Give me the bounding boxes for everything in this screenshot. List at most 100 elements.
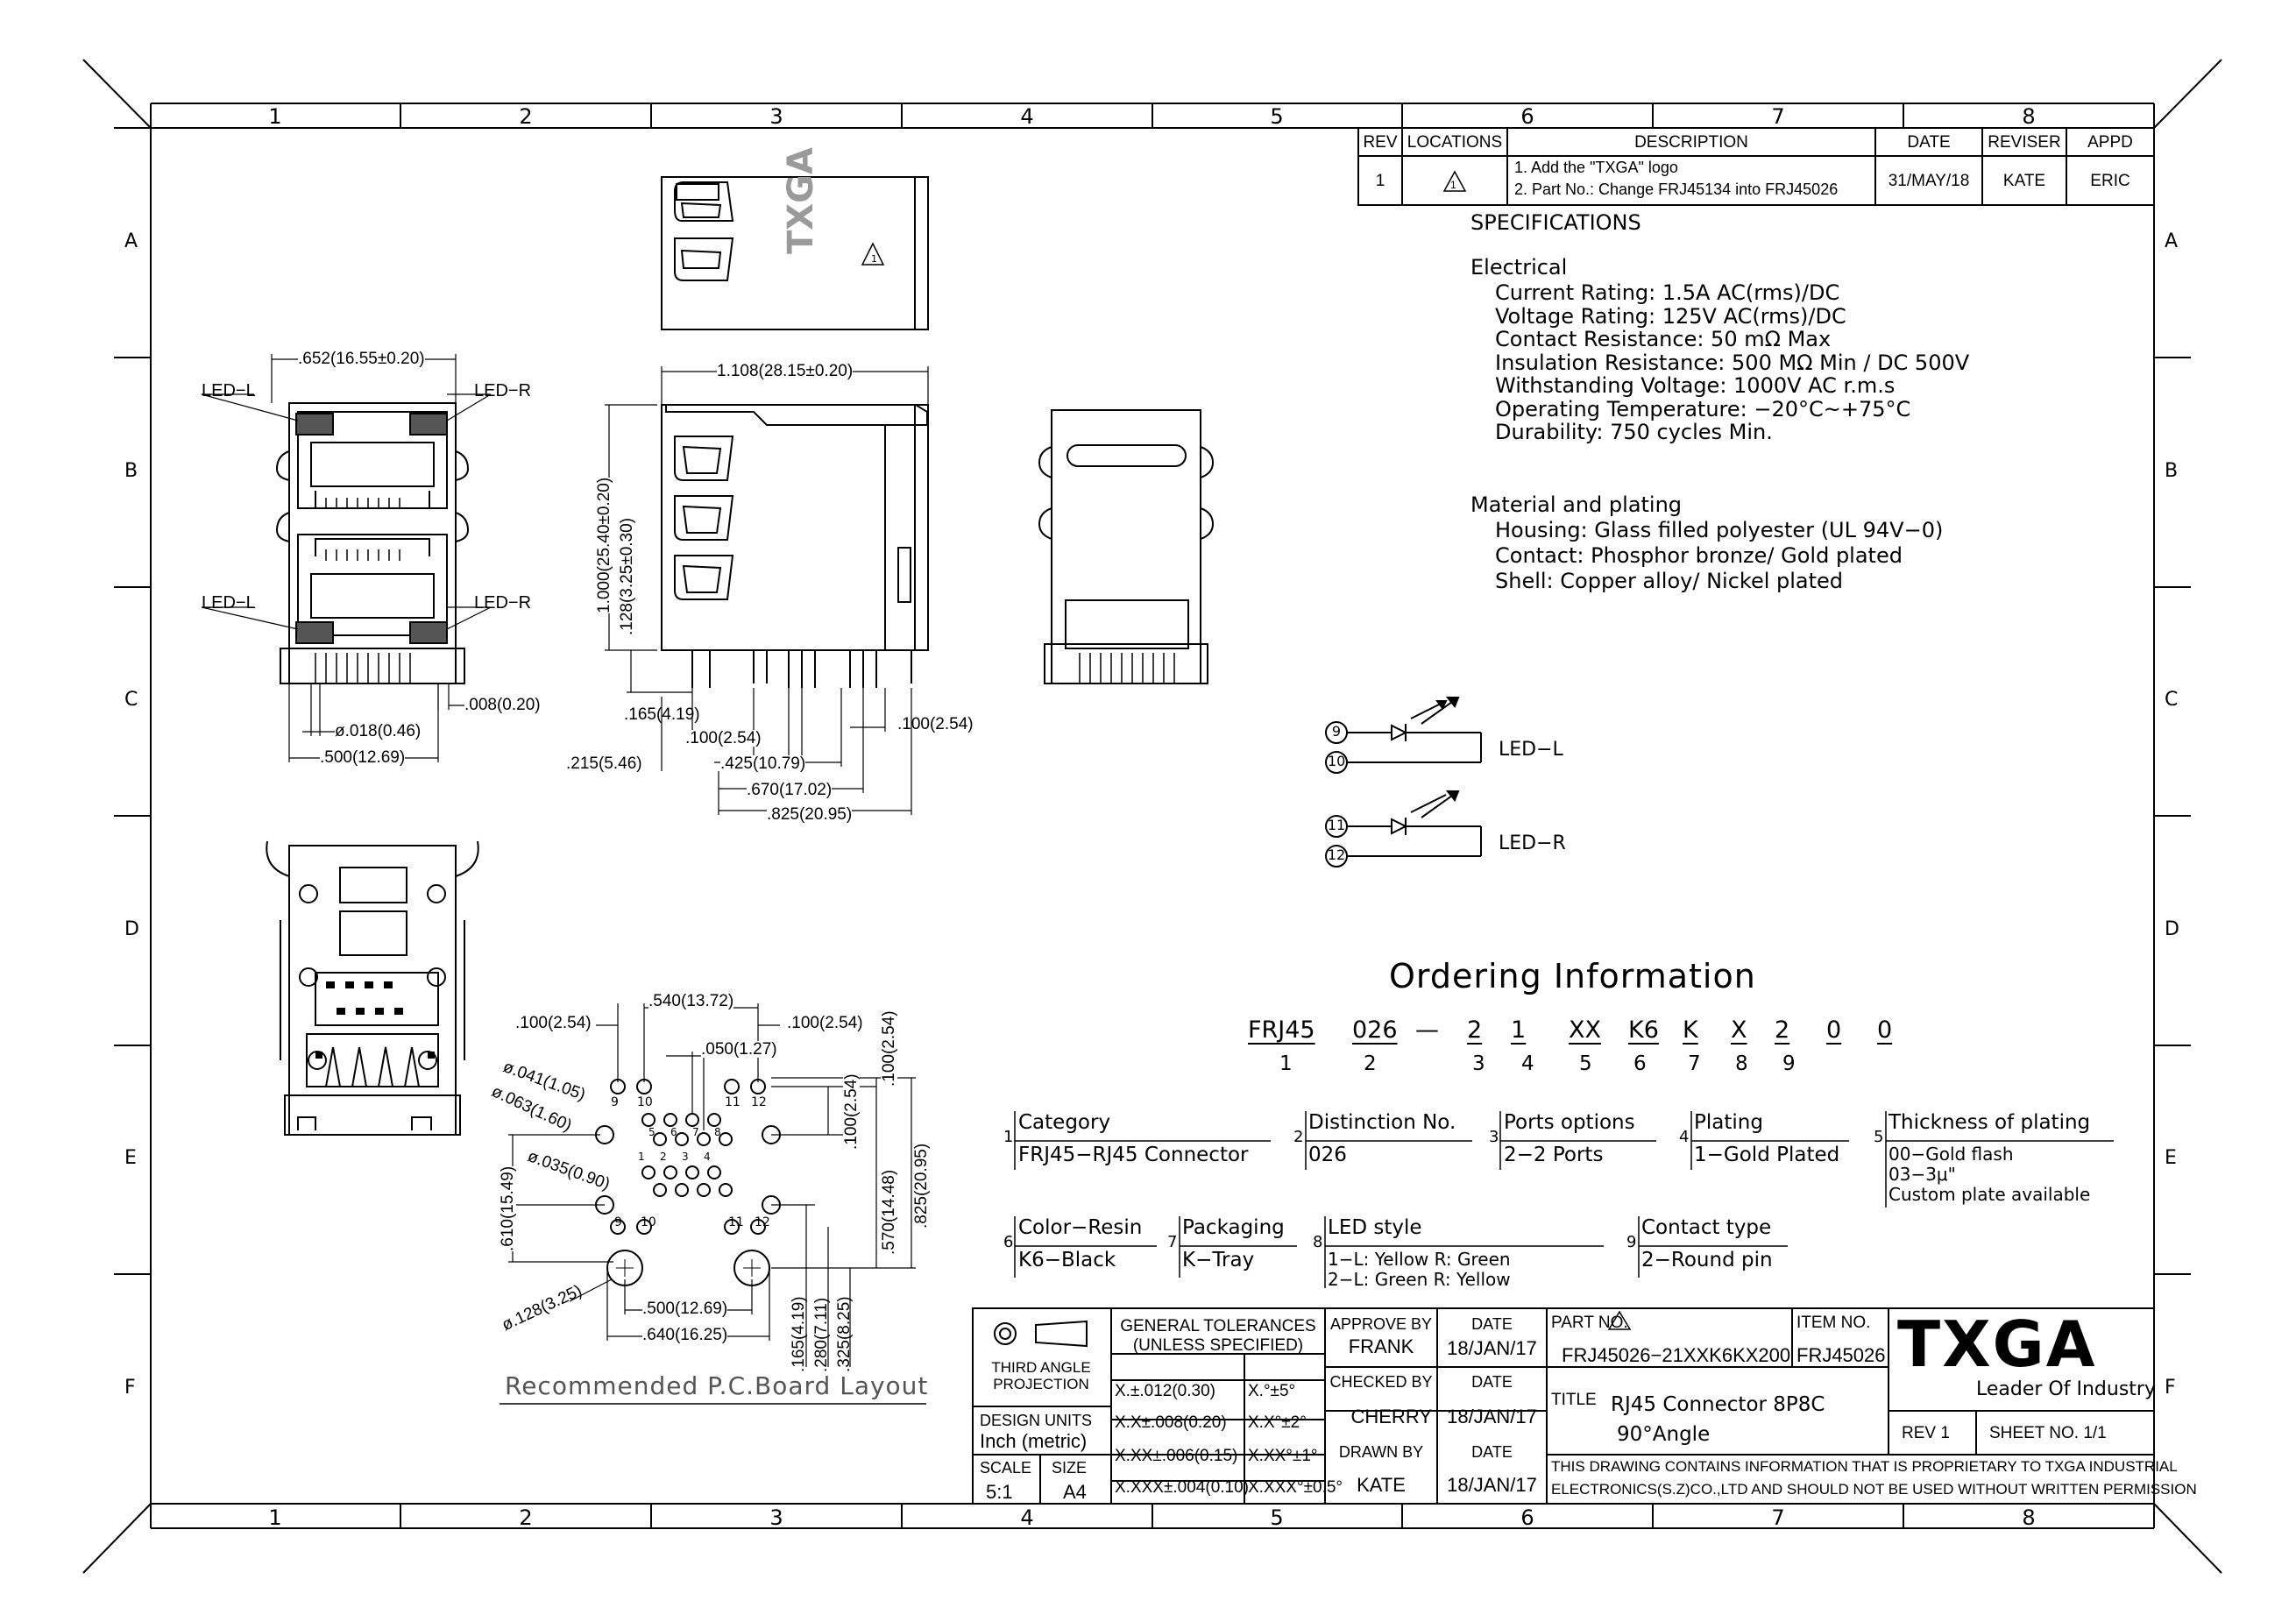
led-label-l: LED−L (1499, 739, 1563, 761)
date-value: 18/JAN/17 (1447, 1474, 1537, 1496)
column-label-bottom: 7 (1771, 1505, 1785, 1530)
tolerance-title-1: GENERAL TOLERANCES (1120, 1317, 1316, 1335)
side-dim-length: 1.108(28.15±0.20) (717, 362, 854, 380)
ordering-block-number: 2 (1293, 1128, 1304, 1146)
column-label-bottom: 3 (769, 1505, 783, 1530)
electrical-spec-item: Insulation Resistance: 500 MΩ Min / DC 5… (1495, 350, 1970, 375)
rev-header-locations: LOCATIONS (1407, 133, 1503, 152)
ordering-code: FRJ45 (1248, 1016, 1315, 1044)
pcb-dim-100b: .100(2.54) (787, 1014, 863, 1032)
tolerance-linear: X.XX±.006(0.15) (1115, 1447, 1238, 1465)
approve-label: APPROVE BY (1329, 1315, 1433, 1333)
front-led-l-top: LED−L (202, 381, 256, 400)
ordering-index: 5 (1579, 1052, 1592, 1075)
ordering-index: 7 (1688, 1052, 1701, 1075)
ordering-index: 6 (1633, 1052, 1647, 1075)
material-spec-item: Housing: Glass filled polyester (UL 94V−… (1495, 518, 1944, 542)
pcb-dim-540: .540(13.72) (648, 992, 734, 1010)
rev-desc-line2: 2. Part No.: Change FRJ45134 into FRJ450… (1514, 181, 1839, 198)
ordering-block-line: 1−Gold Plated (1694, 1144, 1840, 1166)
led-pin-10: 10 (1328, 753, 1346, 769)
tolerance-angular: X.XX°±1° (1248, 1447, 1318, 1465)
rev-header-rev: REV (1363, 133, 1398, 152)
ordering-block-line: Custom plate available (1889, 1184, 2091, 1205)
approve-name: FRANK (1348, 1335, 1414, 1357)
pcb-pin-number-bottom: 12 (755, 1215, 770, 1229)
column-label-top: 8 (2022, 104, 2036, 129)
size-value: A4 (1063, 1481, 1087, 1503)
checked-name: CHERRY (1350, 1406, 1432, 1427)
drawn-label: DRAWN BY (1338, 1443, 1424, 1461)
pcb-dim-100a: .100(2.54) (515, 1014, 592, 1032)
ordering-code: 026 (1352, 1016, 1398, 1044)
column-label-bottom: 2 (519, 1505, 533, 1530)
ordering-block-title: Ports options (1504, 1111, 1635, 1134)
pcb-dim-280: .280(7.11) (812, 1297, 831, 1372)
electrical-spec-item: Contact Resistance: 50 mΩ Max (1495, 327, 1832, 351)
pcb-dim-100v: .100(2.54) (842, 1073, 861, 1150)
ordering-code: X (1731, 1016, 1747, 1044)
side-dim-165: .165(4.19) (624, 705, 700, 724)
rev-row-number: 1 (1375, 172, 1385, 190)
electrical-spec-item: Voltage Rating: 125V AC(rms)/DC (1495, 303, 1846, 329)
ordering-code: 1 (1511, 1016, 1527, 1044)
rev-header-description: DESCRIPTION (1634, 133, 1748, 152)
electrical-spec-item: Durability: 750 cycles Min. (1495, 420, 1773, 444)
side-dim-425: .425(10.79) (720, 754, 806, 773)
column-label-bottom: 1 (268, 1505, 282, 1530)
ordering-block-line: K−Tray (1182, 1249, 1255, 1271)
side-dim-128: .128(3.25±0.30) (618, 517, 636, 635)
ordering-index: 1 (1279, 1052, 1293, 1075)
rev-desc-line1: 1. Add the "TXGA" logo (1514, 159, 1678, 176)
electrical-spec-item: Withstanding Voltage: 1000V AC r.m.s (1495, 373, 1896, 398)
front-led-r-top: LED−R (474, 381, 532, 400)
ordering-block-title: Color−Resin (1018, 1216, 1143, 1239)
ordering-code: XX (1569, 1016, 1601, 1044)
row-label-left: B (124, 460, 138, 482)
ordering-block-line: 026 (1308, 1144, 1347, 1166)
front-dim-008: .008(0.20) (464, 696, 541, 714)
rev-location-symbol: 1 (1450, 179, 1456, 191)
top-view-logo-label: TXGA (781, 147, 821, 254)
tolerance-title-2: (UNLESS SPECIFIED) (1132, 1336, 1304, 1355)
column-label-bottom: 5 (1270, 1505, 1284, 1530)
ordering-index: 3 (1472, 1052, 1485, 1075)
date-label: DATE (1471, 1373, 1513, 1391)
ordering-block-title: Contact type (1641, 1216, 1772, 1239)
row-label-right: D (2165, 918, 2179, 940)
front-led-r-bottom: LED−R (474, 593, 532, 613)
column-label-top: 1 (268, 104, 282, 129)
front-dim-width: .652(16.55±0.20) (298, 350, 425, 368)
top-view-rev-number: 1 (871, 253, 877, 265)
pcb-pin-number-mid: 8 (714, 1126, 721, 1138)
row-label-right: B (2165, 460, 2179, 482)
ordering-code: 2 (1467, 1016, 1483, 1044)
led-pin-12: 12 (1327, 846, 1346, 863)
ordering-block-number: 1 (1003, 1128, 1014, 1146)
column-label-top: 4 (1020, 104, 1034, 129)
title-line-1: RJ45 Connector 8P8C (1611, 1393, 1825, 1416)
ordering-block-number: 6 (1003, 1233, 1014, 1251)
column-label-top: 2 (519, 104, 533, 129)
pcb-dim-100v2: .100(2.54) (880, 1010, 898, 1087)
ordering-block-number: 3 (1489, 1128, 1499, 1146)
ordering-code: 2 (1775, 1016, 1790, 1044)
row-label-left: D (124, 918, 139, 940)
scale-label: SCALE (980, 1459, 1032, 1477)
side-dim-height: 1.000(25.40±0.20) (595, 477, 613, 613)
ordering-block-line: 1−L: Yellow R: Green (1328, 1249, 1511, 1270)
design-units-label: DESIGN UNITS (980, 1412, 1093, 1429)
led-label-r: LED−R (1499, 832, 1566, 854)
row-label-left: C (124, 689, 138, 711)
side-dim-825: .825(20.95) (767, 805, 853, 824)
side-dim-100b: .100(2.54) (897, 715, 974, 733)
material-title: Material and plating (1470, 492, 1683, 517)
ordering-block-line: 03−3μ" (1889, 1164, 1956, 1185)
ordering-block-number: 8 (1313, 1233, 1323, 1251)
row-label-left: A (124, 230, 138, 252)
ordering-block-title: LED style (1328, 1216, 1422, 1239)
scale-value: 5:1 (986, 1481, 1013, 1503)
date-label: DATE (1471, 1315, 1513, 1333)
ordering-code: — (1415, 1016, 1439, 1044)
pcb-pin-number-mid: 6 (670, 1126, 677, 1138)
